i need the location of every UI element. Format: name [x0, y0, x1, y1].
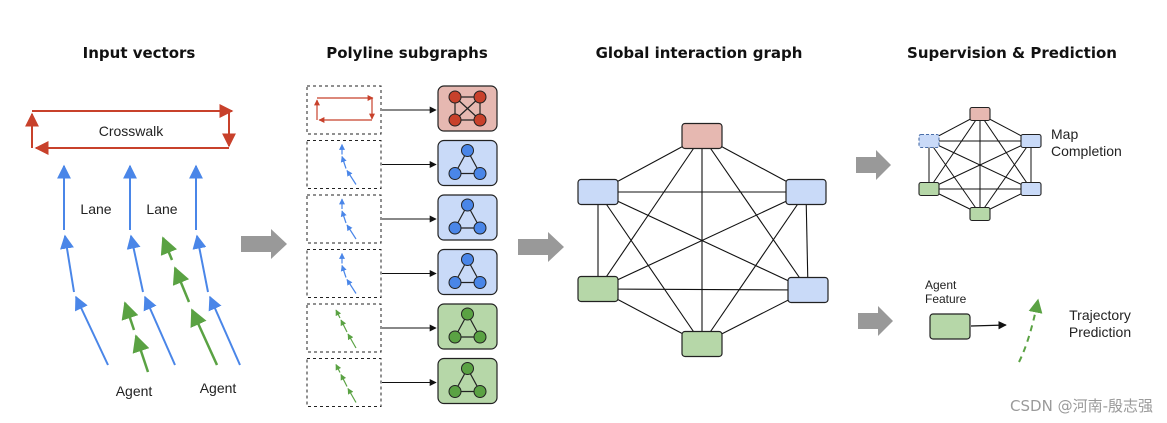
mini-agent-polyline	[335, 363, 357, 403]
polyline-vector-box	[306, 249, 382, 298]
polyline-subgraphs-panel	[306, 85, 498, 407]
subgraph-vertex	[473, 221, 487, 235]
predicted-trajectory	[1018, 298, 1043, 363]
mini-lane-polyline	[339, 143, 357, 185]
polyline-vector-box	[306, 303, 382, 353]
global-graph-node-lane	[785, 178, 827, 206]
global-graph-edge	[597, 191, 703, 345]
mini-lane-polyline	[339, 252, 357, 294]
map-completion-node-lane-masked	[918, 133, 940, 149]
subgraph-vertex	[461, 362, 474, 375]
subgraph-vertex	[473, 330, 487, 344]
subgraph-vertex	[448, 385, 462, 398]
subgraph-row-3-lane	[306, 194, 498, 244]
heading-supervision-prediction: Supervision & Prediction	[907, 44, 1117, 62]
global-graph-node-lane	[577, 178, 619, 206]
map-completion-node-lane	[1020, 181, 1042, 197]
global-graph-edge	[597, 135, 703, 290]
crosswalk-polyline	[25, 104, 236, 155]
polyline-vector-box	[306, 194, 382, 244]
lane-polylines	[57, 164, 241, 366]
subgraph-vertex	[448, 330, 462, 344]
trajectory-prediction-label-line2: Prediction	[1069, 324, 1131, 340]
polyline-vector-box	[306, 140, 382, 189]
map-completion-edges	[928, 113, 1032, 215]
subgraph-vertex	[461, 307, 474, 321]
flow-arrow-2	[518, 232, 564, 262]
crosswalk-label: Crosswalk	[99, 123, 165, 139]
agent-label-left: Agent	[116, 383, 153, 399]
flow-arrow-1	[241, 229, 287, 259]
global-graph-edge	[597, 191, 809, 291]
subgraph-vertex	[461, 253, 474, 266]
watermark: CSDN @河南-殷志强	[1010, 397, 1153, 415]
heading-global-interaction-graph: Global interaction graph	[596, 44, 803, 62]
map-completion-node-lane	[1020, 133, 1042, 149]
agent-trajectories	[121, 236, 219, 373]
subgraph-vertex	[473, 90, 487, 104]
subgraph-vertex	[461, 144, 474, 157]
subgraph-row-2-lane	[306, 139, 498, 189]
agent-feature-arrow	[970, 321, 1007, 330]
subgraph-vertex	[473, 167, 487, 180]
subgraph-vertex	[448, 221, 462, 235]
global-graph-edge	[597, 288, 809, 291]
lane-label-right: Lane	[146, 201, 177, 217]
subgraph-vertex	[461, 198, 474, 212]
lane-label-left: Lane	[80, 201, 111, 217]
subgraph-row-6-agent	[306, 357, 498, 407]
subgraph-vertex	[448, 276, 462, 289]
agent-feature-node	[929, 313, 971, 340]
heading-input-vectors: Input vectors	[83, 44, 196, 62]
map-completion-graph	[918, 106, 1042, 222]
subgraph-row-1-crosswalk	[306, 85, 498, 135]
mini-agent-polyline	[335, 309, 357, 349]
subgraph-vertex	[473, 113, 487, 127]
map-completion-node-agent	[969, 206, 991, 222]
global-graph-node-crosswalk	[681, 122, 723, 150]
subgraph-vertex	[473, 276, 487, 289]
polyline-vector-box	[306, 358, 382, 407]
agent-feature-label-line1: Agent	[925, 278, 957, 292]
map-completion-edge	[979, 113, 1032, 190]
flow-arrow-4	[858, 306, 893, 336]
agent-feature-label-line2: Feature	[925, 292, 967, 306]
global-graph-node-lane	[787, 276, 829, 304]
global-graph-edge	[701, 135, 809, 291]
subgraph-vertex	[448, 167, 462, 180]
global-interaction-graph-panel	[577, 122, 829, 358]
agent-label-right: Agent	[200, 380, 237, 396]
global-graph-node-agent	[681, 330, 723, 358]
input-vectors-panel: Crosswalk Lane Lane Agent Agent	[25, 104, 241, 399]
global-graph-edge	[805, 191, 809, 291]
map-completion-label-line2: Completion	[1051, 143, 1122, 159]
global-graph-edges	[597, 135, 809, 345]
global-graph-edge	[701, 191, 807, 345]
subgraph-vertex	[448, 90, 462, 104]
subgraph-row-5-agent	[306, 303, 498, 353]
heading-polyline-subgraphs: Polyline subgraphs	[326, 44, 488, 62]
map-completion-edge	[928, 113, 981, 190]
map-completion-node-agent	[918, 181, 940, 197]
global-graph-node-agent	[577, 275, 619, 303]
map-completion-edge	[928, 140, 981, 215]
subgraph-vertex	[473, 385, 487, 398]
map-completion-label-line1: Map	[1051, 126, 1078, 142]
map-completion-node-crosswalk	[969, 106, 991, 122]
subgraph-row-4-lane	[306, 248, 498, 298]
mini-crosswalk-polyline	[314, 95, 375, 123]
flow-arrow-3	[856, 150, 891, 180]
mini-lane-polyline	[339, 198, 357, 240]
polyline-vector-box	[306, 85, 382, 135]
map-completion-edge	[928, 140, 1032, 190]
trajectory-prediction-label-line1: Trajectory	[1069, 307, 1131, 323]
subgraph-vertex	[448, 113, 462, 127]
